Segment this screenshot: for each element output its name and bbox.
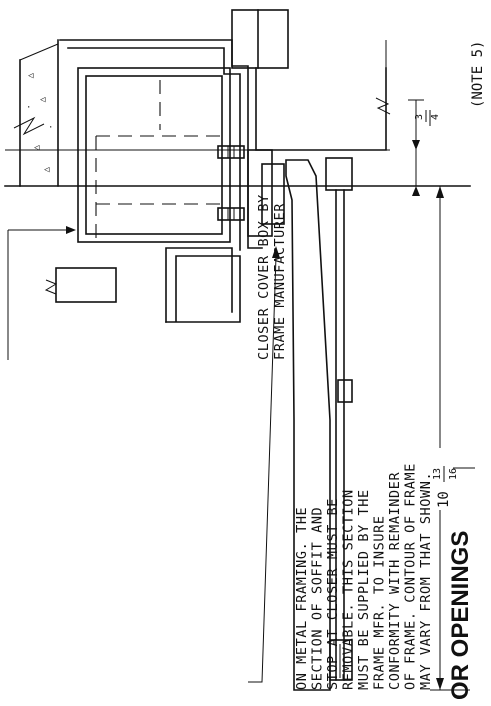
offset-value: 3 4 — [414, 110, 441, 122]
frame-face-lines — [4, 149, 471, 187]
note-line: ON METAL FRAMING. THE — [294, 507, 310, 690]
metal-framing-note: ON METAL FRAMING. THESECTION OF SOFFIT A… — [294, 463, 434, 690]
closer-arm — [285, 157, 353, 691]
closer-cover-line-1: CLOSER COVER BOX BY — [256, 194, 272, 360]
inner-notch — [44, 267, 117, 303]
dimension-arm-length — [430, 186, 475, 691]
arm-length-value: 10 13 16 — [432, 466, 459, 508]
closer-cover-line-2: FRAME MANUFACTURER — [272, 203, 288, 360]
title-fragment: OR OPENINGS — [447, 531, 474, 700]
leader-lines — [7, 226, 280, 683]
closer-cover-box — [77, 67, 231, 243]
svg-text:·: · — [26, 103, 31, 113]
metal-framing-note-text: ON METAL FRAMING. THESECTION OF SOFFIT A… — [294, 463, 434, 690]
arm-length-whole: 10 — [436, 491, 452, 508]
dimension-offset — [408, 99, 431, 196]
note-line: CONFORMITY WITH REMAINDER — [387, 472, 403, 690]
note-line: REMOVABLE. THIS SECTION — [341, 489, 357, 690]
concrete-wall: ◁ ◁ ◁ ◁ · · — [13, 39, 59, 187]
note-ref-text: (NOTE 5) — [470, 41, 486, 108]
svg-text:◁: ◁ — [40, 95, 46, 105]
svg-text:·: · — [48, 123, 53, 133]
svg-text:◁: ◁ — [44, 165, 50, 175]
note-line: STOP AT CLOSER MUST BE — [325, 498, 341, 690]
arm-length-numerator: 13 — [432, 468, 443, 480]
svg-text:◁: ◁ — [28, 71, 34, 81]
note-line: FRAME MFR. TO INSURE — [372, 515, 388, 690]
note-line: MUST BE SUPPLIED BY THE — [356, 489, 372, 690]
section-title: OR OPENINGS — [447, 531, 474, 700]
offset-denominator: 4 — [430, 114, 441, 120]
offset-numerator: 3 — [414, 114, 425, 120]
note-line: SECTION OF SOFFIT AND — [310, 507, 326, 690]
frame-profile — [59, 39, 285, 323]
closer-cover-label: CLOSER COVER BOX BY FRAME MANUFACTURER — [256, 194, 288, 360]
note-reference: (NOTE 5) — [470, 41, 486, 108]
note-line: OF FRAME. CONTOUR OF FRAME — [403, 463, 419, 690]
note-line: MAY VARY FROM THAT SHOWN. — [418, 472, 434, 690]
door-leaf — [231, 9, 391, 151]
fastener-screws — [217, 145, 245, 221]
arm-length-denominator: 16 — [448, 468, 459, 480]
svg-text:◁: ◁ — [34, 143, 40, 153]
